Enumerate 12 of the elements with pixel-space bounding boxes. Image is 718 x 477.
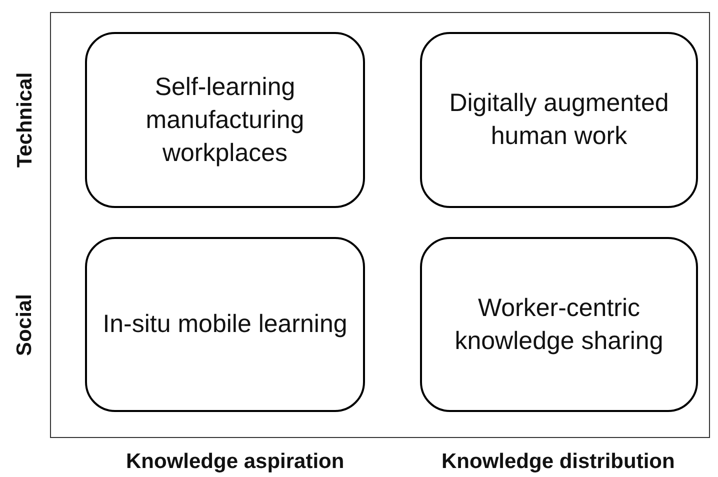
box-text: Worker-centric knowledge sharing <box>454 292 664 356</box>
rounded-box <box>85 237 365 412</box>
rounded-box <box>85 32 365 208</box>
axis-label: Knowledge aspiration <box>126 450 344 474</box>
box-text: Digitally augmented human work <box>448 88 670 152</box>
box-text: In-situ mobile learning <box>102 309 348 340</box>
rounded-box <box>420 237 698 412</box>
axis-label: Social <box>12 294 37 356</box>
rounded-box <box>420 32 698 208</box>
axis-label: Knowledge distribution <box>442 450 675 474</box>
box-text: Self-learning manufacturing workplaces <box>144 72 306 168</box>
axis-label: Technical <box>13 72 38 168</box>
